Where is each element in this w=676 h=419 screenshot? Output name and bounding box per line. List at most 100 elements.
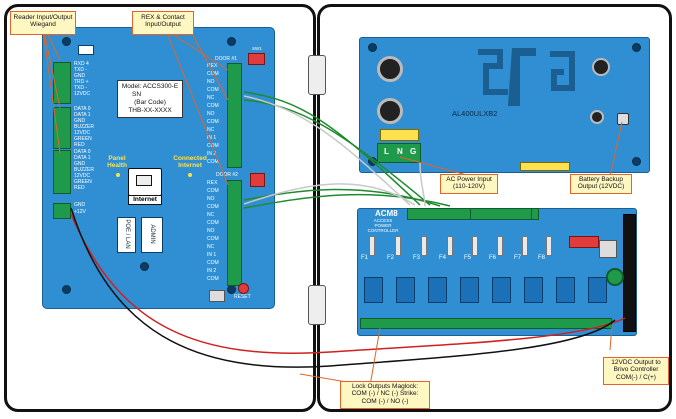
- fuse: [395, 236, 401, 256]
- terminal-label: NO: [207, 111, 215, 117]
- hinge-bottom: [308, 285, 326, 325]
- door2-label: DOOR #2: [216, 172, 238, 178]
- sw1-label: SW1: [252, 46, 262, 51]
- mount-hole: [368, 43, 377, 52]
- terminal-label: GND: [74, 118, 86, 124]
- terminal-label: REX: [207, 180, 218, 186]
- reset-header: [209, 290, 225, 302]
- capacitor-icon: [590, 110, 604, 124]
- terminal-label: 12VDC: [74, 91, 91, 97]
- terminal-label: COM: [207, 103, 219, 109]
- terminal-label: NC: [207, 127, 215, 133]
- terminal-label: L: [384, 147, 389, 156]
- fuse: [546, 236, 552, 256]
- capacitor-icon: [377, 56, 403, 82]
- terminal-label: BUZZER: [74, 124, 94, 130]
- terminal-label: COM: [207, 260, 219, 266]
- callout-dc-output: 12VDC Output to Brivo Controller COM(-) …: [603, 357, 669, 385]
- io-terminal-block-top: [227, 63, 242, 168]
- fuse-label: F4: [439, 255, 447, 261]
- terminal-label: N: [397, 147, 403, 156]
- fuse-label: F8: [538, 255, 546, 261]
- serial-line: THB-XX-XXXX: [128, 107, 172, 115]
- dip-switch-bank[interactable]: [569, 236, 599, 248]
- terminal-label: NC: [207, 244, 215, 250]
- door1-label: DOOR #1: [215, 56, 237, 62]
- terminal-label: COM: [207, 188, 219, 194]
- terminal-label: REX: [207, 63, 218, 69]
- terminal-label: +12V: [74, 209, 86, 215]
- terminal-label: RED: [74, 185, 85, 191]
- mount-hole: [62, 37, 71, 46]
- model-label-box: Model: ACCS300-E SN (Bar Code) THB-XX-XX…: [117, 80, 183, 118]
- fuse-label: F1: [361, 255, 369, 261]
- io-terminal-block-bot: [227, 180, 242, 286]
- barcode-line: (Bar Code): [134, 99, 166, 107]
- poe-lan-port[interactable]: POE / LAN: [117, 217, 136, 253]
- mount-hole: [632, 157, 641, 166]
- terminal-label: NO: [207, 196, 215, 202]
- terminal-label: DATA 1: [74, 155, 91, 161]
- acm8-subtitle: ACCESS POWER CONTROLLER: [367, 218, 399, 233]
- mount-hole: [62, 285, 71, 294]
- capacitor-icon: [377, 98, 403, 124]
- power-terminal-block: [53, 203, 71, 219]
- acm8-title: ACM8: [375, 209, 398, 218]
- fuse: [497, 236, 503, 256]
- panel-health-led-label: Panel Health: [107, 155, 127, 170]
- ac-terminal-labels: L N G: [381, 147, 421, 157]
- relay: [588, 277, 607, 303]
- terminal-label: COM: [207, 71, 219, 77]
- terminal-label: RXD 4: [74, 61, 89, 67]
- dip-switch[interactable]: [78, 45, 94, 55]
- panel-health-led: [116, 173, 120, 177]
- mount-hole: [140, 262, 149, 271]
- terminal-label: COM: [207, 119, 219, 125]
- ethernet-port-icon: [136, 175, 152, 186]
- terminal-label: DATA 1: [74, 112, 91, 118]
- fuse-label: F3: [413, 255, 421, 261]
- terminal-label: RED: [74, 142, 85, 148]
- acm8-side-terminal: [623, 214, 636, 332]
- terminal-label: TRD +: [74, 79, 89, 85]
- ac-terminal-fuse: [380, 129, 419, 141]
- reset-button[interactable]: [238, 283, 249, 294]
- ac-terminal-block: [377, 143, 421, 163]
- callout-ac-power: AC Power Input (110-120V): [440, 174, 498, 194]
- fuse-label: F2: [387, 255, 395, 261]
- wire-green: [243, 91, 421, 206]
- terminal-label: IN 1: [207, 135, 217, 141]
- connected-led: [188, 173, 192, 177]
- terminal-label: 12VDC: [74, 173, 91, 179]
- terminal-label: IN 2: [207, 151, 217, 157]
- fuse-label: F5: [464, 255, 472, 261]
- terminal-label: G: [410, 147, 417, 156]
- terminal-label: GREEN: [74, 136, 92, 142]
- terminal-label: COM: [207, 276, 219, 282]
- power-supply-model: AL400ULXB2: [452, 109, 498, 118]
- terminal-label: GND: [74, 161, 86, 167]
- model-line: Model: ACCS300-E: [121, 83, 179, 90]
- fuse: [522, 236, 528, 256]
- terminal-label: COM: [207, 159, 219, 165]
- terminal-label: COM: [207, 220, 219, 226]
- callout-lock-outputs: Lock Outputs Maglock: COM (-) / NC (-) S…: [340, 381, 430, 409]
- relay: [428, 277, 447, 303]
- admin-port[interactable]: ADMIN: [141, 217, 163, 253]
- terminal-label: NC: [207, 95, 215, 101]
- reader-terminal-block-top: [53, 62, 71, 104]
- fuse: [421, 236, 427, 256]
- fuse: [447, 236, 453, 256]
- reset-label: RESET: [234, 294, 251, 300]
- relay: [524, 277, 543, 303]
- wire-red: [70, 213, 626, 354]
- terminal-label: TXD -: [74, 85, 88, 91]
- wire-green: [243, 99, 431, 206]
- led-strip: [520, 162, 570, 171]
- door2-relay-indicator: [250, 173, 265, 187]
- fuse-label: F6: [489, 255, 497, 261]
- fuse-label: F7: [514, 255, 522, 261]
- relay: [396, 277, 415, 303]
- ethernet-jack[interactable]: [128, 168, 162, 196]
